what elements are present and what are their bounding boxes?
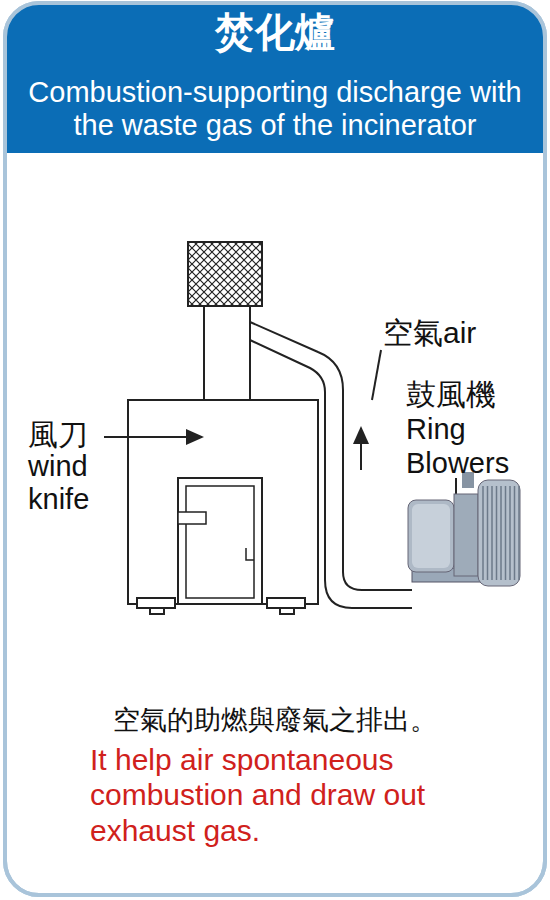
blower-fin xyxy=(496,486,498,580)
blower-fin xyxy=(487,486,489,580)
blower-fin xyxy=(518,486,520,580)
wind-knife-label: wind knife xyxy=(28,450,118,517)
blower-label: Blowers xyxy=(406,448,509,480)
title: 焚化爐 xyxy=(215,10,335,54)
note: 空氣的助燃與廢氣之排出。 xyxy=(60,706,490,736)
blower-label: Ring xyxy=(406,414,466,446)
blower-fin xyxy=(482,486,484,580)
blower-label: 鼓風機 xyxy=(406,378,496,411)
blower-fin xyxy=(491,486,493,580)
blower-fin xyxy=(505,486,507,580)
blower-fin xyxy=(500,486,502,580)
note-english: It help air spontaneous combustion and d… xyxy=(90,742,510,848)
subtitle: Combustion-supporting discharge with the… xyxy=(10,76,540,143)
blower-fin xyxy=(514,486,516,580)
blower-fin xyxy=(509,486,511,580)
wind-knife-label: 風刀 xyxy=(28,418,88,451)
air-label: 空氣air xyxy=(383,316,476,349)
